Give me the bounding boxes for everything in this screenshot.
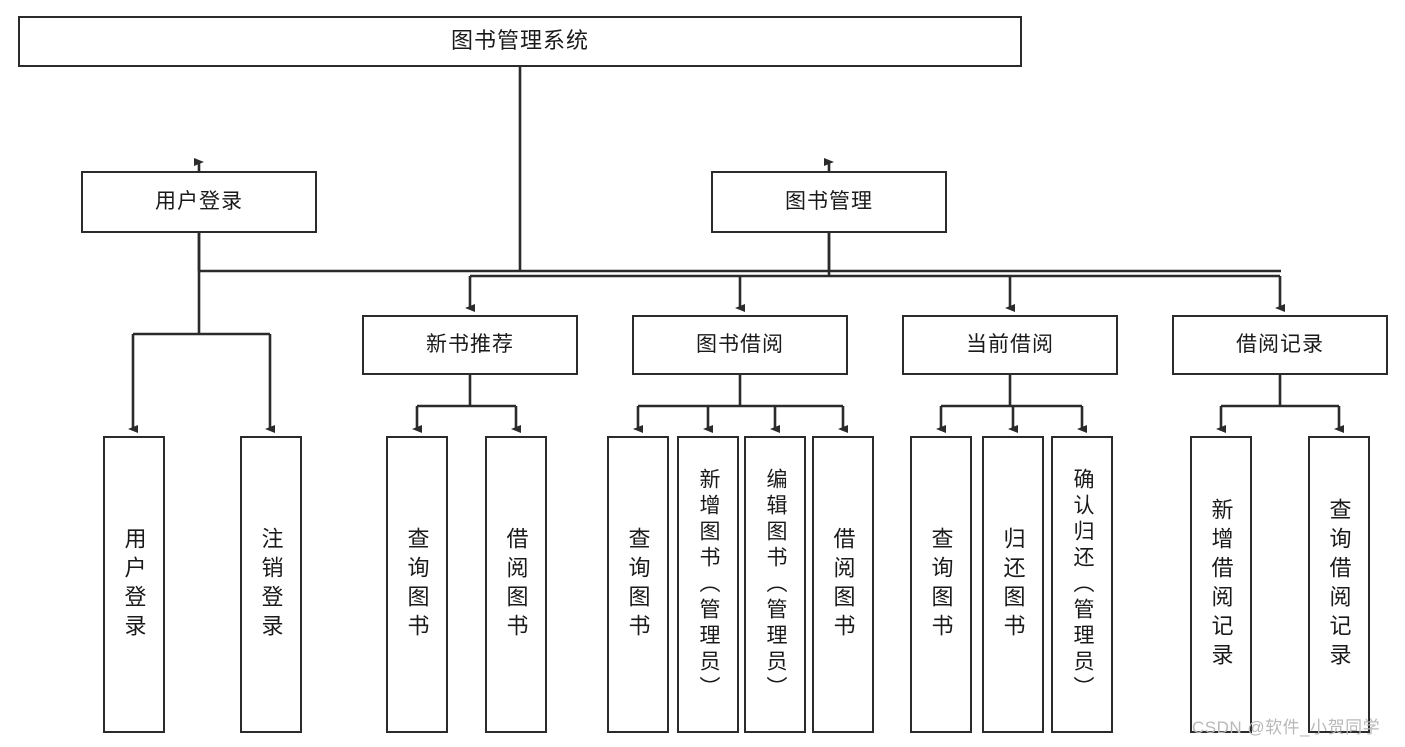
edge-group-new-book-recommend: [412, 375, 521, 433]
node-leaf-add-record[interactable]: 新增借阅记录: [1190, 436, 1252, 733]
node-leaf-borrow-book-1[interactable]: 借阅图书: [485, 436, 547, 733]
node-leaf-return-book[interactable]: 归还图书: [982, 436, 1044, 733]
node-leaf-query-book-3[interactable]: 查询图书: [910, 436, 972, 733]
node-root-system[interactable]: 图书管理系统: [18, 16, 1022, 67]
node-leaf-logout[interactable]: 注销登录: [240, 436, 302, 733]
node-new-book-recommend[interactable]: 新书推荐: [362, 315, 578, 375]
node-leaf-user-login[interactable]: 用户登录: [103, 436, 165, 733]
edge-group-user-login: [128, 233, 275, 433]
node-borrow-record[interactable]: 借阅记录: [1172, 315, 1388, 375]
edge-group-root: [194, 67, 1281, 273]
node-leaf-query-book-1[interactable]: 查询图书: [386, 436, 448, 733]
node-user-login[interactable]: 用户登录: [81, 171, 317, 233]
node-leaf-add-book[interactable]: 新增图书（管理员）: [677, 436, 739, 733]
csdn-watermark: CSDN @软件_小贺同学: [1192, 718, 1381, 737]
node-leaf-borrow-book-2[interactable]: 借阅图书: [812, 436, 874, 733]
node-leaf-query-book-2[interactable]: 查询图书: [607, 436, 669, 733]
node-leaf-confirm-return[interactable]: 确认归还（管理员）: [1051, 436, 1113, 733]
node-leaf-edit-book[interactable]: 编辑图书（管理员）: [744, 436, 806, 733]
node-book-manage[interactable]: 图书管理: [711, 171, 947, 233]
edge-group-current-borrow: [936, 375, 1087, 433]
edge-group-book-borrow: [633, 375, 848, 433]
node-current-borrow[interactable]: 当前借阅: [902, 315, 1118, 375]
node-book-borrow[interactable]: 图书借阅: [632, 315, 848, 375]
edge-group-book-manage: [465, 233, 1285, 312]
edge-group-borrow-record: [1216, 375, 1344, 433]
node-leaf-query-record[interactable]: 查询借阅记录: [1308, 436, 1370, 733]
